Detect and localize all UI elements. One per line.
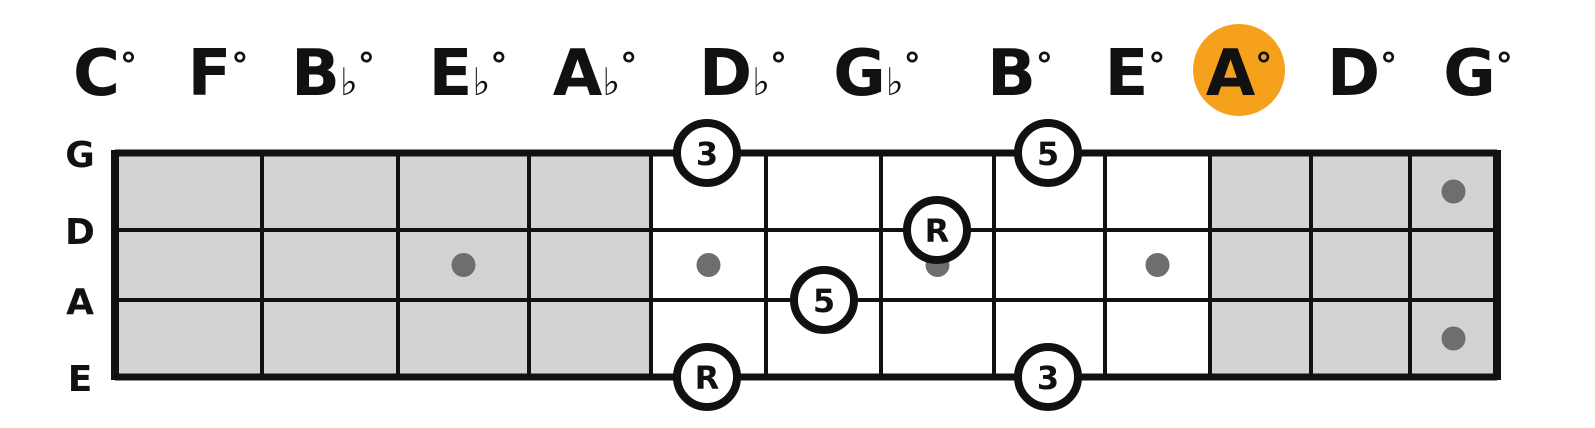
note-a-fret-6: 5 <box>790 266 858 334</box>
fret-cell-8-active <box>994 153 1105 377</box>
chord-root: B <box>987 37 1036 111</box>
chord-label-cdim: C° <box>73 37 137 111</box>
chord-label-a-flatdim: A♭° <box>553 37 637 111</box>
chord-quality: ° <box>120 46 137 86</box>
chord-root: E <box>429 37 473 111</box>
chord-quality: ° <box>231 46 248 86</box>
chord-label-fdim: F° <box>188 37 249 111</box>
note-label: R <box>695 359 720 397</box>
chord-name: G° <box>1443 37 1513 111</box>
string-label-g: G <box>65 135 95 176</box>
note-label: 5 <box>813 282 835 320</box>
chord-quality: ° <box>770 46 787 86</box>
chord-root: B <box>291 37 340 111</box>
chord-accidental: ♭ <box>340 60 358 104</box>
chord-root: D <box>1327 37 1380 111</box>
chord-name: A° <box>1206 37 1273 111</box>
chord-name: B° <box>987 37 1053 111</box>
note-circle <box>673 119 741 187</box>
fret-cell-4 <box>529 153 651 377</box>
string-label-a: A <box>66 282 94 323</box>
chord-quality: ° <box>1148 46 1165 86</box>
note-g-fret-5: 3 <box>673 119 741 187</box>
chord-root: G <box>833 37 886 111</box>
chord-name: C° <box>73 37 137 111</box>
chord-root: C <box>73 37 120 111</box>
chord-name: F° <box>188 37 249 111</box>
chord-name: D♭° <box>699 37 787 111</box>
note-circle <box>790 266 858 334</box>
chord-accidental: ♭ <box>752 60 770 104</box>
chord-quality: ° <box>904 46 921 86</box>
chord-label-adim: A° <box>1193 24 1285 116</box>
inlay-marker-fret-12-5 <box>1441 326 1466 351</box>
chord-label-b-flatdim: B♭° <box>291 37 375 111</box>
note-g-fret-8: 5 <box>1014 119 1082 187</box>
note-label: 3 <box>696 135 718 173</box>
note-d-fret-7: R <box>903 196 971 264</box>
chord-label-g-flatdim: G♭° <box>833 37 920 111</box>
chord-label-edim: E° <box>1105 37 1166 111</box>
chord-label-gdim: G° <box>1443 37 1513 111</box>
chord-label-bdim: B° <box>987 37 1053 111</box>
chord-root: D <box>699 37 752 111</box>
chord-label-ddim: D° <box>1327 37 1397 111</box>
fret-cell-2 <box>262 153 398 377</box>
chord-label-row: C°F°B♭°E♭°A♭°D♭°G♭°B°E°A°D°G° <box>73 24 1513 116</box>
chord-quality: ° <box>620 46 637 86</box>
chord-label-d-flatdim: D♭° <box>699 37 787 111</box>
fret-cell-6-active <box>766 153 881 377</box>
string-label-e: E <box>68 359 93 400</box>
note-e-fret-8: 3 <box>1014 343 1082 411</box>
chord-label-e-flatdim: E♭° <box>429 37 508 111</box>
chord-root: G <box>1443 37 1496 111</box>
chord-name: G♭° <box>833 37 920 111</box>
string-label-d: D <box>65 212 95 253</box>
chord-accidental: ♭ <box>602 60 620 104</box>
chord-accidental: ♭ <box>886 60 904 104</box>
active-chord-highlight <box>1193 24 1285 116</box>
chord-name: D° <box>1327 37 1397 111</box>
chord-quality: ° <box>1380 46 1397 86</box>
note-circle <box>903 196 971 264</box>
chord-root: E <box>1105 37 1149 111</box>
chord-name: E° <box>1105 37 1166 111</box>
chord-root: F <box>188 37 232 111</box>
fretboard-grid-lines <box>111 149 1501 381</box>
chord-root: A <box>553 37 603 111</box>
inlay-marker-fret-9-3 <box>1145 253 1170 277</box>
note-circle <box>673 343 741 411</box>
chord-name: B♭° <box>291 37 375 111</box>
fret-cell-11 <box>1311 153 1410 377</box>
fret-cell-10 <box>1210 153 1311 377</box>
chord-quality: ° <box>358 46 375 86</box>
chord-quality: ° <box>1496 46 1513 86</box>
chord-quality: ° <box>1255 46 1272 86</box>
chord-accidental: ♭ <box>472 60 490 104</box>
chord-quality: ° <box>490 46 507 86</box>
note-label: 5 <box>1037 135 1059 173</box>
chord-root: A <box>1206 37 1256 111</box>
note-circle <box>1014 343 1082 411</box>
chord-name: E♭° <box>429 37 508 111</box>
note-label: 3 <box>1037 359 1059 397</box>
note-e-fret-5: R <box>673 343 741 411</box>
chord-quality: ° <box>1036 46 1053 86</box>
inlay-marker-fret-5-1 <box>696 253 721 277</box>
note-circle <box>1014 119 1082 187</box>
inlay-marker-fret-3-0 <box>451 253 476 277</box>
fret-cell-1 <box>115 153 262 377</box>
fret-cells <box>115 153 1497 377</box>
note-label: R <box>925 212 950 250</box>
chord-name: A♭° <box>553 37 637 111</box>
inlay-marker-fret-12-4 <box>1441 179 1466 204</box>
